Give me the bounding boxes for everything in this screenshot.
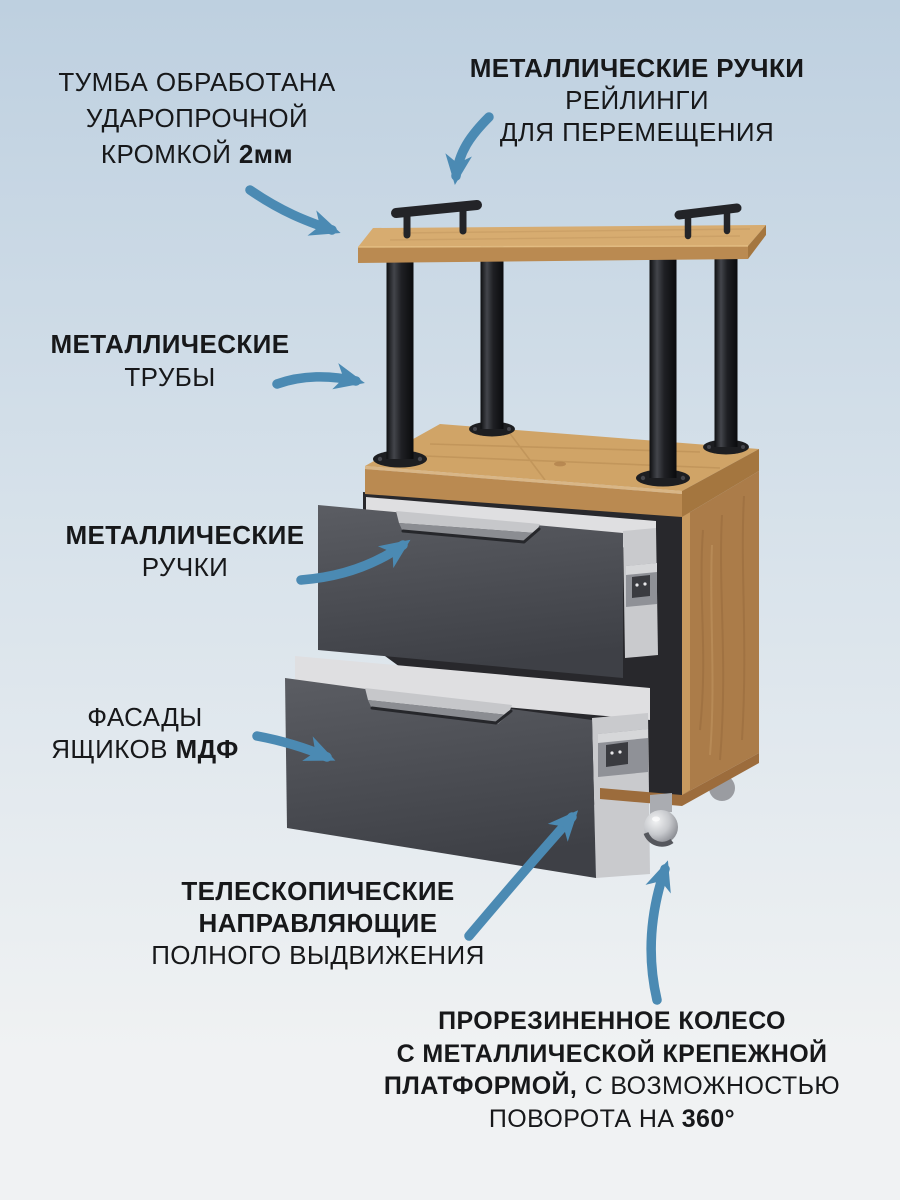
note-line: ТУМБА ОБРАБОТАНА bbox=[22, 64, 372, 100]
metal-tube-back-left bbox=[469, 230, 515, 437]
note-line: ЯЩИКОВ МДФ bbox=[15, 733, 275, 765]
drawer-lower-handle-lip bbox=[368, 700, 508, 724]
note-line: МЕТАЛЛИЧЕСКИЕ bbox=[35, 519, 335, 551]
callout-arrows bbox=[245, 112, 671, 1005]
drawer-upper-handle-recess bbox=[396, 511, 540, 533]
text-segment: 360° bbox=[681, 1104, 736, 1133]
drawer-upper-handle-lip bbox=[399, 523, 536, 542]
drawer-lower-handle-recess bbox=[365, 688, 512, 715]
metal-tube-front-left bbox=[373, 252, 427, 468]
metal-tube-front-right bbox=[636, 250, 690, 487]
text-segment: ДЛЯ ПЕРЕМЕЩЕНИЯ bbox=[499, 117, 775, 147]
text-segment: ТУМБА ОБРАБОТАНА bbox=[58, 67, 336, 97]
text-segment: 2мм bbox=[238, 139, 294, 169]
text-segment: МЕТАЛЛИЧЕСКИЕ РУЧКИ bbox=[469, 53, 805, 83]
drawer-lower-front bbox=[285, 678, 596, 878]
text-segment: ФАСАДЫ bbox=[87, 702, 203, 732]
text-segment: УДАРОПРОЧНОЙ bbox=[85, 103, 309, 133]
arrow-edge-note bbox=[245, 185, 341, 236]
text-segment: МЕТАЛЛИЧЕСКИЕ bbox=[50, 329, 290, 359]
text-segment: ПРОРЕЗИНЕННОЕ КОЛЕСО bbox=[438, 1007, 786, 1035]
text-segment: МДФ bbox=[175, 734, 239, 764]
annotation-slides: ТЕЛЕСКОПИЧЕСКИЕ НАПРАВЛЯЮЩИЕ ПОЛНОГО ВЫД… bbox=[108, 875, 528, 971]
note-line: ПЛАТФОРМОЙ, С ВОЗМОЖНОСТЬЮ bbox=[347, 1070, 877, 1103]
arrow-slides-note bbox=[464, 810, 579, 941]
note-line: МЕТАЛЛИЧЕСКИЕ bbox=[20, 328, 320, 361]
annotation-wheel: ПРОРЕЗИНЕННОЕ КОЛЕСО С МЕТАЛЛИЧЕСКОЙ КРЕ… bbox=[347, 1005, 877, 1135]
telescopic-slide-lower bbox=[598, 729, 648, 777]
drawer-lower-box-top bbox=[295, 656, 650, 720]
note-line: МЕТАЛЛИЧЕСКИЕ РУЧКИ bbox=[427, 52, 847, 84]
annotation-handles: МЕТАЛЛИЧЕСКИЕ РУЧКИ bbox=[35, 519, 335, 583]
text-segment: РУЧКИ bbox=[141, 552, 229, 582]
arrow-fronts-note bbox=[252, 731, 336, 762]
shelf-board bbox=[357, 225, 766, 263]
cabinet-bottom-board bbox=[600, 753, 759, 806]
annotation-tubes: МЕТАЛЛИЧЕСКИЕ ТРУБЫ bbox=[20, 328, 320, 394]
note-line: РУЧКИ bbox=[35, 551, 335, 583]
note-line: КРОМКОЙ 2мм bbox=[22, 136, 372, 172]
caster-wheel-front bbox=[643, 793, 678, 847]
text-segment: РЕЙЛИНГИ bbox=[565, 85, 709, 115]
text-segment: С ВОЗМОЖНОСТЬЮ bbox=[577, 1072, 841, 1100]
text-segment: КРОМКОЙ bbox=[100, 139, 239, 169]
text-segment: С МЕТАЛЛИЧЕСКОЙ КРЕПЕЖНОЙ bbox=[396, 1039, 828, 1068]
note-line: УДАРОПРОЧНОЙ bbox=[22, 100, 372, 136]
text-segment: НАПРАВЛЯЮЩИЕ bbox=[198, 908, 438, 938]
text-segment: ПОВОРОТА НА bbox=[488, 1104, 682, 1133]
note-line: ДЛЯ ПЕРЕМЕЩЕНИЯ bbox=[427, 116, 847, 148]
telescopic-slide-upper bbox=[626, 563, 657, 607]
note-line: РЕЙЛИНГИ bbox=[427, 84, 847, 116]
rail-handle-right bbox=[674, 203, 742, 240]
metal-tube-back-right bbox=[703, 228, 749, 455]
text-segment: ТРУБЫ bbox=[124, 362, 216, 392]
note-line: ТРУБЫ bbox=[20, 361, 320, 394]
text-segment: МЕТАЛЛИЧЕСКИЕ bbox=[65, 520, 305, 550]
text-segment: ТЕЛЕСКОПИЧЕСКИЕ bbox=[181, 876, 455, 906]
drawer-upper-front bbox=[318, 505, 623, 678]
arrow-handles-note bbox=[296, 539, 411, 585]
note-line: ФАСАДЫ bbox=[15, 701, 275, 733]
annotation-edge: ТУМБА ОБРАБОТАНА УДАРОПРОЧНОЙ КРОМКОЙ 2м… bbox=[22, 64, 372, 172]
arrow-rails-note bbox=[445, 112, 494, 186]
cabinet-body bbox=[285, 424, 759, 878]
rail-handle-left bbox=[391, 200, 482, 239]
annotation-rails: МЕТАЛЛИЧЕСКИЕ РУЧКИ РЕЙЛИНГИ ДЛЯ ПЕРЕМЕЩ… bbox=[427, 52, 847, 148]
note-line: ПОВОРОТА НА 360° bbox=[347, 1103, 877, 1136]
metal-tubes bbox=[373, 228, 749, 487]
text-segment: ЯЩИКОВ bbox=[51, 734, 176, 764]
annotation-fronts: ФАСАДЫ ЯЩИКОВ МДФ bbox=[15, 701, 275, 765]
text-segment: ПОЛНОГО ВЫДВИЖЕНИЯ bbox=[151, 940, 485, 970]
note-line: С МЕТАЛЛИЧЕСКОЙ КРЕПЕЖНОЙ bbox=[347, 1038, 877, 1071]
arrow-tubes-note bbox=[272, 363, 365, 390]
cabinet-side-panel bbox=[682, 471, 759, 795]
note-line: НАПРАВЛЯЮЩИЕ bbox=[108, 907, 528, 939]
note-line: ТЕЛЕСКОПИЧЕСКИЕ bbox=[108, 875, 528, 907]
arrow-wheel-note bbox=[645, 860, 671, 1005]
text-segment: ПЛАТФОРМОЙ, bbox=[383, 1072, 578, 1100]
note-line: ПОЛНОГО ВЫДВИЖЕНИЯ bbox=[108, 939, 528, 971]
note-line: ПРОРЕЗИНЕННОЕ КОЛЕСО bbox=[347, 1005, 877, 1038]
cabinet-side-front-edge bbox=[682, 512, 690, 795]
